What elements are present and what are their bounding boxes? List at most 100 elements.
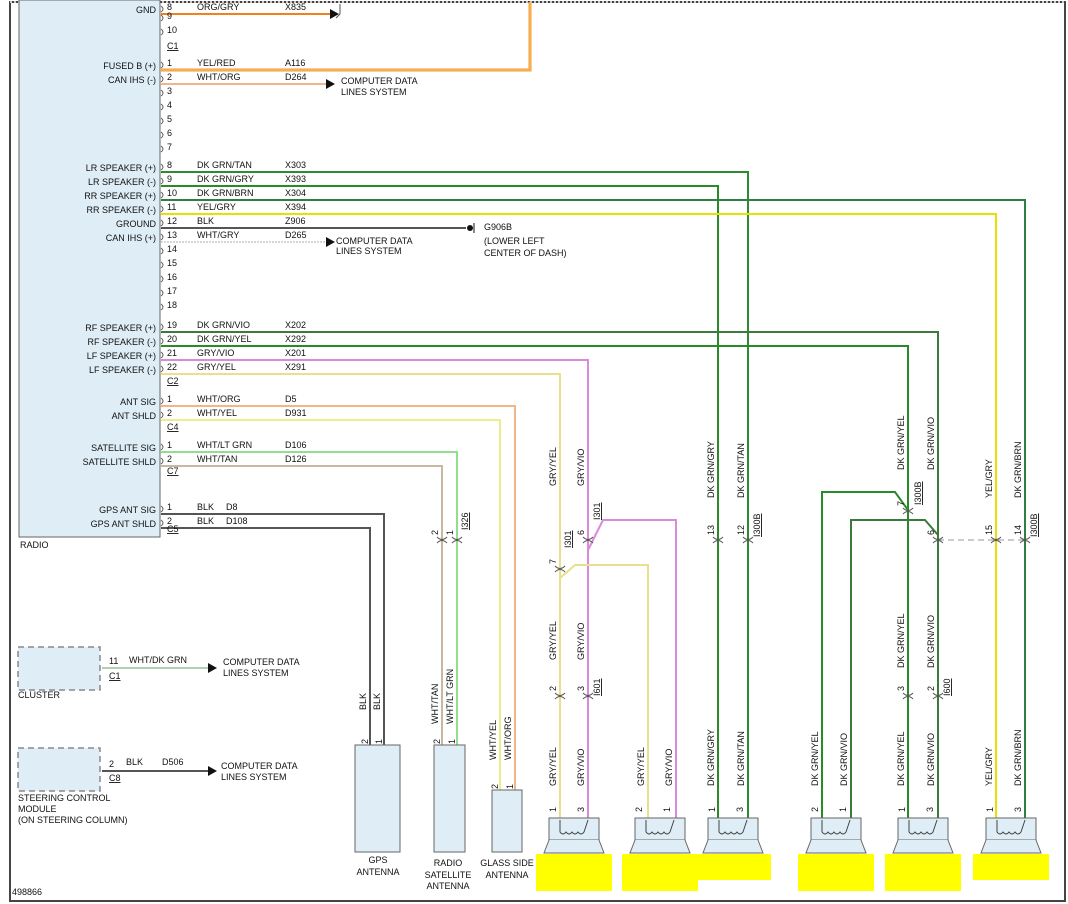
pin-number: 17 <box>167 286 177 296</box>
highlight-marker <box>695 854 771 880</box>
wire-gry-yel <box>161 373 561 820</box>
wire-color-label: DK GRN/TAN <box>736 443 746 498</box>
antenna-pin-number: 1 <box>447 739 457 744</box>
speaker-pin-number: 1 <box>897 807 907 812</box>
wire-color-label: DK GRN/BRN <box>1013 441 1023 498</box>
speaker-pin-number: 2 <box>634 807 644 812</box>
glass-side-antenna[interactable] <box>491 789 523 853</box>
radio-pin-function: RR SPEAKER (+) <box>84 191 156 201</box>
speaker-cone-icon <box>892 839 954 854</box>
pin-number: 2 <box>167 454 172 464</box>
pin-number: 11 <box>167 202 176 212</box>
wire-color-label: BLK <box>197 516 214 526</box>
circuit-label: Z906 <box>285 216 306 226</box>
pin-bracket-icon <box>160 191 164 199</box>
inline-pin-number: 2 <box>926 686 936 691</box>
speaker-coil-icon <box>645 819 675 835</box>
pin-bracket-icon <box>160 261 164 269</box>
pin-number: 1 <box>167 502 172 512</box>
arrow-icon <box>326 237 335 247</box>
inline-connector-id: I300B <box>913 481 923 505</box>
radio-pin-function: SATELLITE SIG <box>91 443 156 453</box>
wire-color-label: DK GRN/YEL <box>896 415 906 470</box>
radio-pin-function: LF SPEAKER (+) <box>87 351 156 361</box>
circuit-label: X393 <box>285 174 306 184</box>
inline-pin-number: 15 <box>984 525 994 535</box>
pin-number: 21 <box>167 348 177 358</box>
pin-bracket-icon <box>160 443 164 451</box>
speaker-lr[interactable] <box>695 817 771 880</box>
pin-bracket-icon <box>160 505 164 513</box>
inline-pin-number: 3 <box>896 686 906 691</box>
wire-color-label: WHT/DK GRN <box>129 655 187 665</box>
steering-control-module[interactable] <box>17 747 101 792</box>
wire-dk-grn-gry <box>161 185 719 820</box>
radio-pin-function: GROUND <box>116 219 156 229</box>
pin-number: 2 <box>167 72 172 82</box>
pin-number: 1 <box>167 58 172 68</box>
module-label: CLUSTER <box>18 690 61 700</box>
wire-blk-gps-sig <box>161 513 385 745</box>
pin-bracket-icon <box>160 337 164 345</box>
destination-label: LINES SYSTEM <box>341 87 407 97</box>
pin-bracket-icon <box>160 219 164 227</box>
wire-color-label: GRY/VIO <box>576 623 586 660</box>
radio-pin-function: LR SPEAKER (+) <box>86 163 156 173</box>
satellite-antenna[interactable] <box>433 744 466 853</box>
pin-number: 7 <box>167 142 172 152</box>
speaker-rr[interactable] <box>973 817 1049 880</box>
wire-gry-vio-branch <box>587 519 677 820</box>
pin-number: 6 <box>167 128 172 138</box>
pin-number: 8 <box>167 160 172 170</box>
pin-bracket-icon <box>160 131 164 139</box>
speaker-cone-icon <box>543 839 605 854</box>
pin-bracket-icon <box>160 177 164 185</box>
destination-label: LINES SYSTEM <box>223 668 289 678</box>
page-frame <box>9 1 1066 902</box>
wire-color-label: DK GRN/TAN <box>197 160 252 170</box>
pin-number: 2 <box>109 759 114 769</box>
wire-color-label: WHT/TAN <box>197 454 237 464</box>
radio-pin-function: LR SPEAKER (-) <box>88 177 156 187</box>
misc-layer <box>17 4 1049 891</box>
wire-color-label: DK GRN/GRY <box>706 441 716 498</box>
wire-color-label: YEL/GRY <box>984 459 994 498</box>
arrow-icon <box>330 9 339 19</box>
antenna-name: SATELLITE <box>425 870 472 880</box>
highlight-marker <box>798 854 874 891</box>
speaker-lip[interactable] <box>622 817 698 891</box>
speaker-lfd[interactable] <box>536 817 612 891</box>
pin-number: 12 <box>167 216 177 226</box>
radio-label: RADIO <box>20 540 49 550</box>
inline-connector-icon <box>990 536 1002 544</box>
wire-color-label: BLK <box>197 216 214 226</box>
inline-pin-number: 6 <box>576 530 586 535</box>
radio-pin-function: CAN IHS (+) <box>106 233 156 243</box>
speaker-body <box>634 817 686 841</box>
gps-antenna[interactable] <box>354 744 401 853</box>
inline-pin-number: 7 <box>896 501 906 506</box>
cluster-module[interactable] <box>17 646 101 691</box>
inline-pin-number: 1 <box>445 530 455 535</box>
inline-pin-number: 2 <box>548 686 558 691</box>
speaker-rfd[interactable] <box>885 817 961 891</box>
wire-color-label: BLK <box>358 693 368 710</box>
circuit-label: X202 <box>285 320 306 330</box>
circuit-label: X303 <box>285 160 306 170</box>
radio-module[interactable] <box>18 0 161 538</box>
speaker-cone-icon <box>702 839 764 854</box>
circuit-label: D8 <box>226 502 238 512</box>
speaker-rip[interactable] <box>798 817 874 891</box>
wire-color-label: GRY/YEL <box>197 362 236 372</box>
inline-pin-number: 14 <box>1013 525 1023 535</box>
wire-color-label: WHT/YEL <box>197 408 237 418</box>
destination-label: LINES SYSTEM <box>221 772 287 782</box>
inline-connector-icon <box>712 536 724 544</box>
wire-color-label: WHT/LT GRN <box>197 440 252 450</box>
wire-color-label: GRY/YEL <box>548 447 558 486</box>
antenna-name: ANTENNA <box>485 870 528 880</box>
wire-color-label: YEL/GRY <box>984 747 994 786</box>
pin-bracket-icon <box>160 14 164 22</box>
pin-number: 20 <box>167 334 177 344</box>
